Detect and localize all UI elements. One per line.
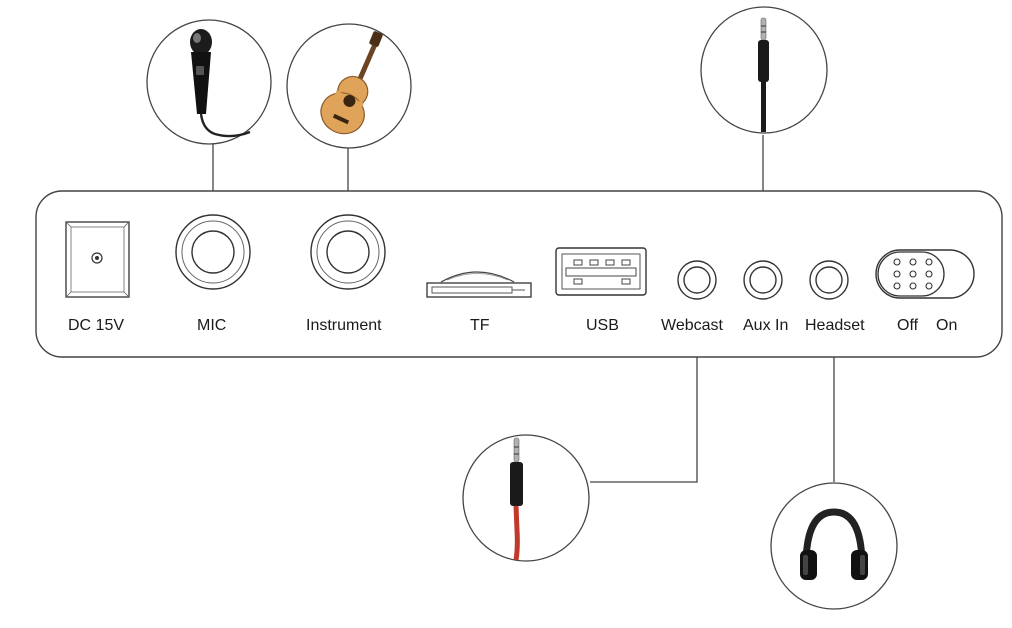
device-rear-panel [35,190,1003,358]
headset-callout [770,482,898,610]
webcast-label: Webcast [661,317,723,334]
aux-in-label: Aux In [743,317,789,334]
instrument-jack [310,214,386,290]
webcast-cable-icon [510,437,523,561]
usb-port [555,247,647,296]
tf-label: TF [470,317,490,334]
acoustic-guitar-icon [320,31,383,135]
aux-callout [700,6,828,134]
microphone-icon [190,29,251,138]
usb-label: USB [586,317,619,334]
switch-on-label: On [936,317,958,334]
switch-off-label: Off [897,317,919,334]
dc-15v-port [65,221,130,298]
mic-label: MIC [197,317,227,334]
mic-jack [175,214,251,290]
microphone-callout [146,19,272,145]
power-switch [875,249,975,299]
webcast-leader-line [590,340,698,483]
headset-label: Headset [805,317,865,334]
webcast-jack [677,260,717,300]
tf-card-slot [426,271,532,298]
webcast-callout [462,434,590,562]
headphones-icon [800,508,868,580]
headset-jack [809,260,849,300]
dc-15v-label: DC 15V [68,317,125,334]
guitar-callout [286,23,412,149]
aux-jack-plug-icon [758,17,769,132]
aux-in-jack [743,260,783,300]
instrument-label: Instrument [306,317,382,334]
